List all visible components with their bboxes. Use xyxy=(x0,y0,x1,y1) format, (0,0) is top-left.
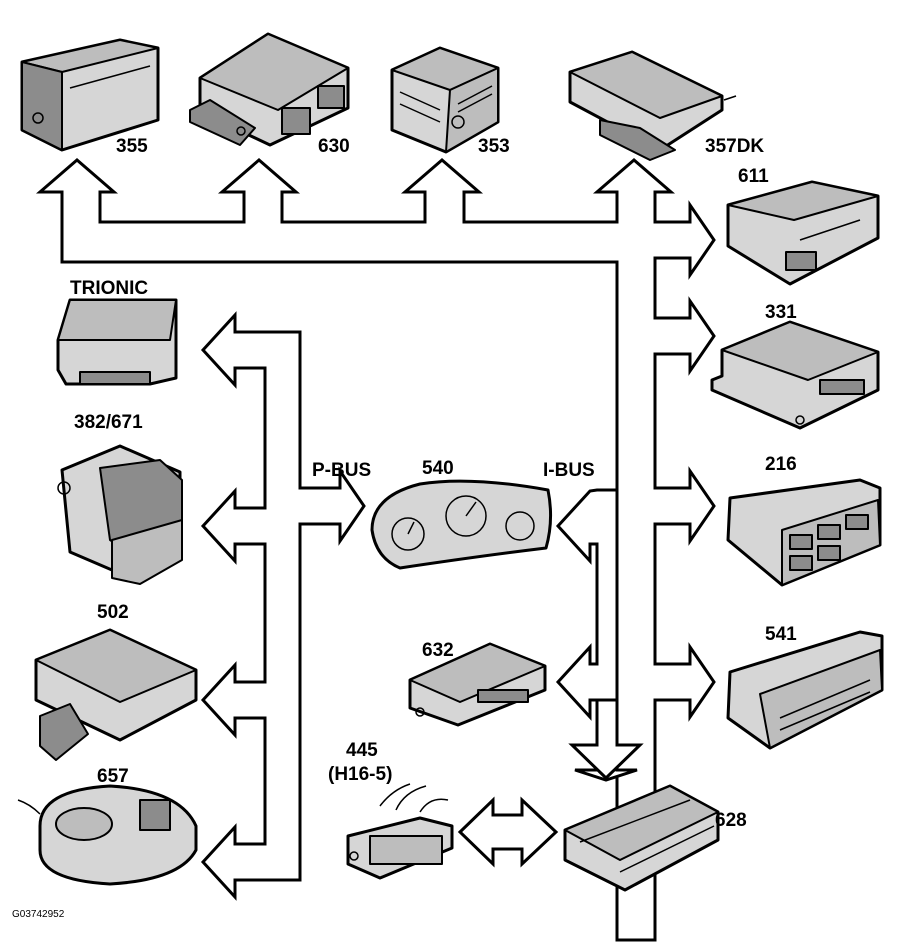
label-628: 628 xyxy=(715,810,747,831)
module-628-icon xyxy=(563,784,720,892)
module-trionic-icon xyxy=(56,298,178,386)
label-445-sub: (H16-5) xyxy=(328,764,392,785)
label-331: 331 xyxy=(765,302,797,323)
label-540: 540 xyxy=(422,458,454,479)
figure-id: G03742952 xyxy=(12,909,65,920)
label-i-bus: I-BUS xyxy=(543,460,595,481)
label-p-bus: P-BUS xyxy=(312,460,371,481)
diag-link-arrow xyxy=(457,796,559,868)
label-355: 355 xyxy=(116,136,148,157)
label-611: 611 xyxy=(738,166,769,187)
p-bus-arrows xyxy=(200,311,366,901)
module-502-icon xyxy=(34,628,198,761)
module-611-icon xyxy=(726,180,880,286)
module-657-icon xyxy=(17,784,198,886)
module-630-icon xyxy=(189,32,350,147)
label-216: 216 xyxy=(765,454,797,475)
label-541: 541 xyxy=(765,624,797,645)
label-630: 630 xyxy=(318,136,350,157)
module-353-icon xyxy=(390,46,500,154)
label-357dk: 357DK xyxy=(705,136,764,157)
label-502: 502 xyxy=(97,602,129,623)
label-382-671: 382/671 xyxy=(74,412,143,433)
module-540-icon xyxy=(370,479,553,570)
i-bus-to-628 xyxy=(568,698,644,781)
module-382-671-icon xyxy=(57,444,183,585)
module-355-icon xyxy=(20,38,160,152)
label-353: 353 xyxy=(478,136,510,157)
module-357dk-icon xyxy=(568,50,737,161)
module-541-icon xyxy=(726,630,884,750)
label-632: 632 xyxy=(422,640,454,661)
module-445-icon xyxy=(346,783,454,880)
label-445: 445 xyxy=(346,740,378,761)
label-trionic: TRIONIC xyxy=(70,278,148,299)
module-632-icon xyxy=(408,642,547,727)
module-216-icon xyxy=(726,478,882,587)
label-657: 657 xyxy=(97,766,129,787)
i-bus-branch xyxy=(555,488,638,782)
module-331-icon xyxy=(710,320,880,430)
